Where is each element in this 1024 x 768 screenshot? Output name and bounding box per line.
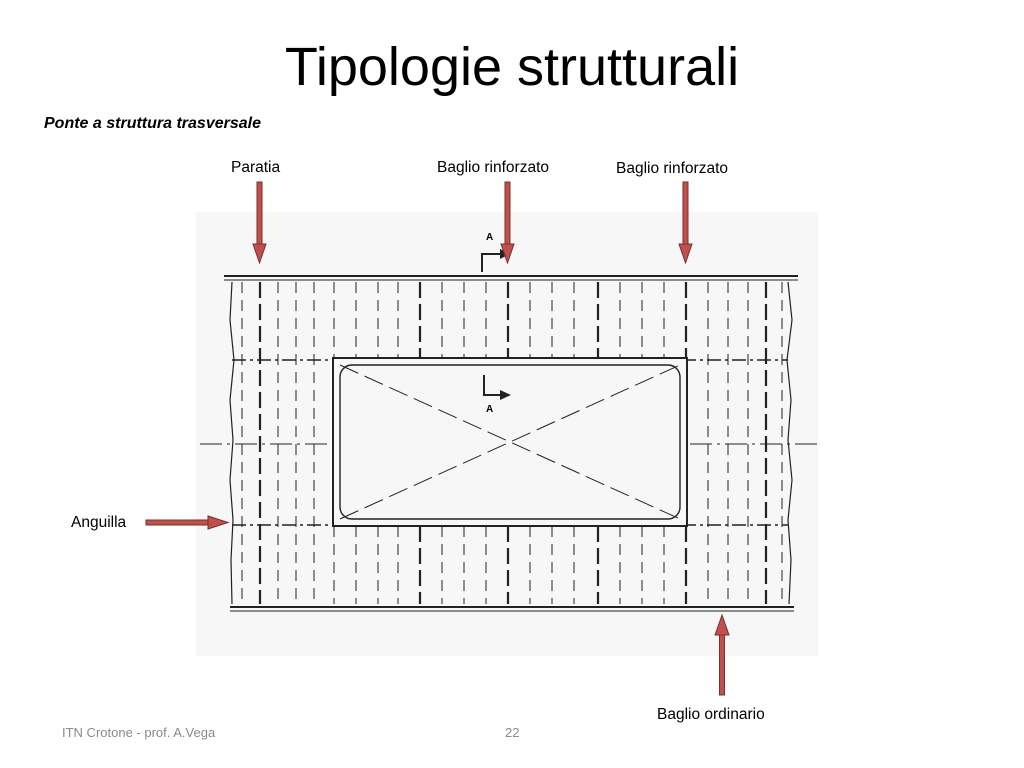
arrow-baglio-ordinario [714, 613, 730, 696]
section-mark-bottom [483, 375, 511, 400]
label-paratia: Paratia [231, 159, 281, 176]
label-baglio-rinforzato-1: Baglio rinforzato [437, 159, 550, 176]
deck-edge-left [229, 281, 235, 605]
label-anguilla: Anguilla [71, 514, 127, 531]
hatch-inner [339, 364, 681, 520]
hatch-diagonal-2 [339, 364, 681, 520]
arrow-paratia [252, 181, 267, 265]
label-baglio-rinforzato-2: Baglio rinforzato [616, 160, 729, 177]
slide-subtitle: Ponte a struttura trasversale [44, 115, 261, 132]
hatch-outer [332, 357, 688, 527]
callout-arrows [145, 181, 730, 696]
section-mark-bottom-label: A [486, 404, 493, 415]
hatch-opening [332, 357, 688, 527]
deck-edges [224, 275, 798, 612]
deck-edge-right [786, 281, 793, 605]
arrow-anguilla [145, 515, 230, 530]
hatch-diagonal-1 [339, 364, 681, 520]
arrow-baglio-rinforzato-2 [678, 181, 693, 265]
beam-lines [241, 282, 783, 604]
footer-author: ITN Crotone - prof. A.Vega [62, 725, 216, 740]
arrow-baglio-rinforzato-1 [500, 181, 515, 265]
section-mark-top-label: A [486, 232, 493, 243]
footer-page-number: 22 [505, 725, 520, 740]
label-baglio-ordinario: Baglio ordinario [657, 706, 765, 723]
slide-title: Tipologie strutturali [284, 37, 740, 97]
